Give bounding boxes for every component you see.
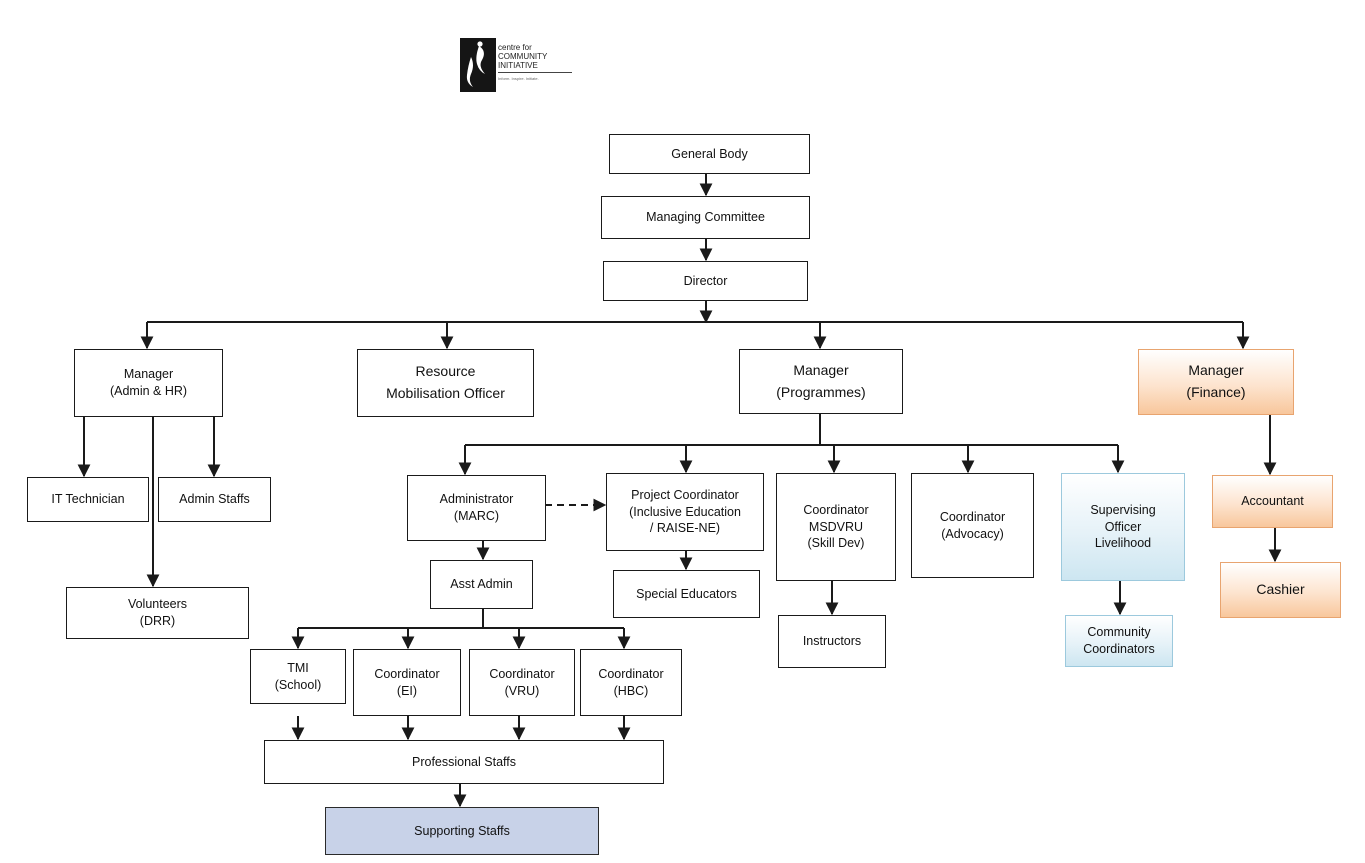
cci-logo: centre for COMMUNITY INITIATIVE Inform. … — [460, 38, 574, 92]
node-community-coordinators: Community Coordinators — [1065, 615, 1173, 667]
node-admin-staffs: Admin Staffs — [158, 477, 271, 522]
node-resource-mobilisation-officer: Resource Mobilisation Officer — [357, 349, 534, 417]
node-manager-programmes: Manager (Programmes) — [739, 349, 903, 414]
logo-figure-icon — [460, 38, 496, 92]
node-director: Director — [603, 261, 808, 301]
node-instructors: Instructors — [778, 615, 886, 668]
node-manager-finance: Manager (Finance) — [1138, 349, 1294, 415]
node-coordinator-hbc: Coordinator (HBC) — [580, 649, 682, 716]
node-tmi-school: TMI (School) — [250, 649, 346, 704]
node-cashier: Cashier — [1220, 562, 1341, 618]
node-supporting-staffs: Supporting Staffs — [325, 807, 599, 855]
node-general-body: General Body — [609, 134, 810, 174]
logo-wordmark: centre for COMMUNITY INITIATIVE — [498, 43, 574, 70]
node-volunteers-drr: Volunteers (DRR) — [66, 587, 249, 639]
node-managing-committee: Managing Committee — [601, 196, 810, 239]
node-coordinator-msdvru: Coordinator MSDVRU (Skill Dev) — [776, 473, 896, 581]
node-coordinator-advocacy: Coordinator (Advocacy) — [911, 473, 1034, 578]
node-project-coordinator: Project Coordinator (Inclusive Education… — [606, 473, 764, 551]
node-supervising-officer-livelihood: Supervising Officer Livelihood — [1061, 473, 1185, 581]
node-coordinator-vru: Coordinator (VRU) — [469, 649, 575, 716]
node-manager-admin-hr: Manager (Admin & HR) — [74, 349, 223, 417]
logo-line-2: COMMUNITY — [498, 52, 548, 61]
logo-line-1: centre for — [498, 43, 532, 52]
logo-divider — [498, 72, 572, 73]
node-special-educators: Special Educators — [613, 570, 760, 618]
node-professional-staffs: Professional Staffs — [264, 740, 664, 784]
node-administrator-marc: Administrator (MARC) — [407, 475, 546, 541]
node-it-technician: IT Technician — [27, 477, 149, 522]
logo-tagline: Inform. Inspire. Initiate. — [498, 76, 539, 81]
node-accountant: Accountant — [1212, 475, 1333, 528]
logo-line-3: INITIATIVE — [498, 61, 538, 70]
node-asst-admin: Asst Admin — [430, 560, 533, 609]
node-coordinator-ei: Coordinator (EI) — [353, 649, 461, 716]
